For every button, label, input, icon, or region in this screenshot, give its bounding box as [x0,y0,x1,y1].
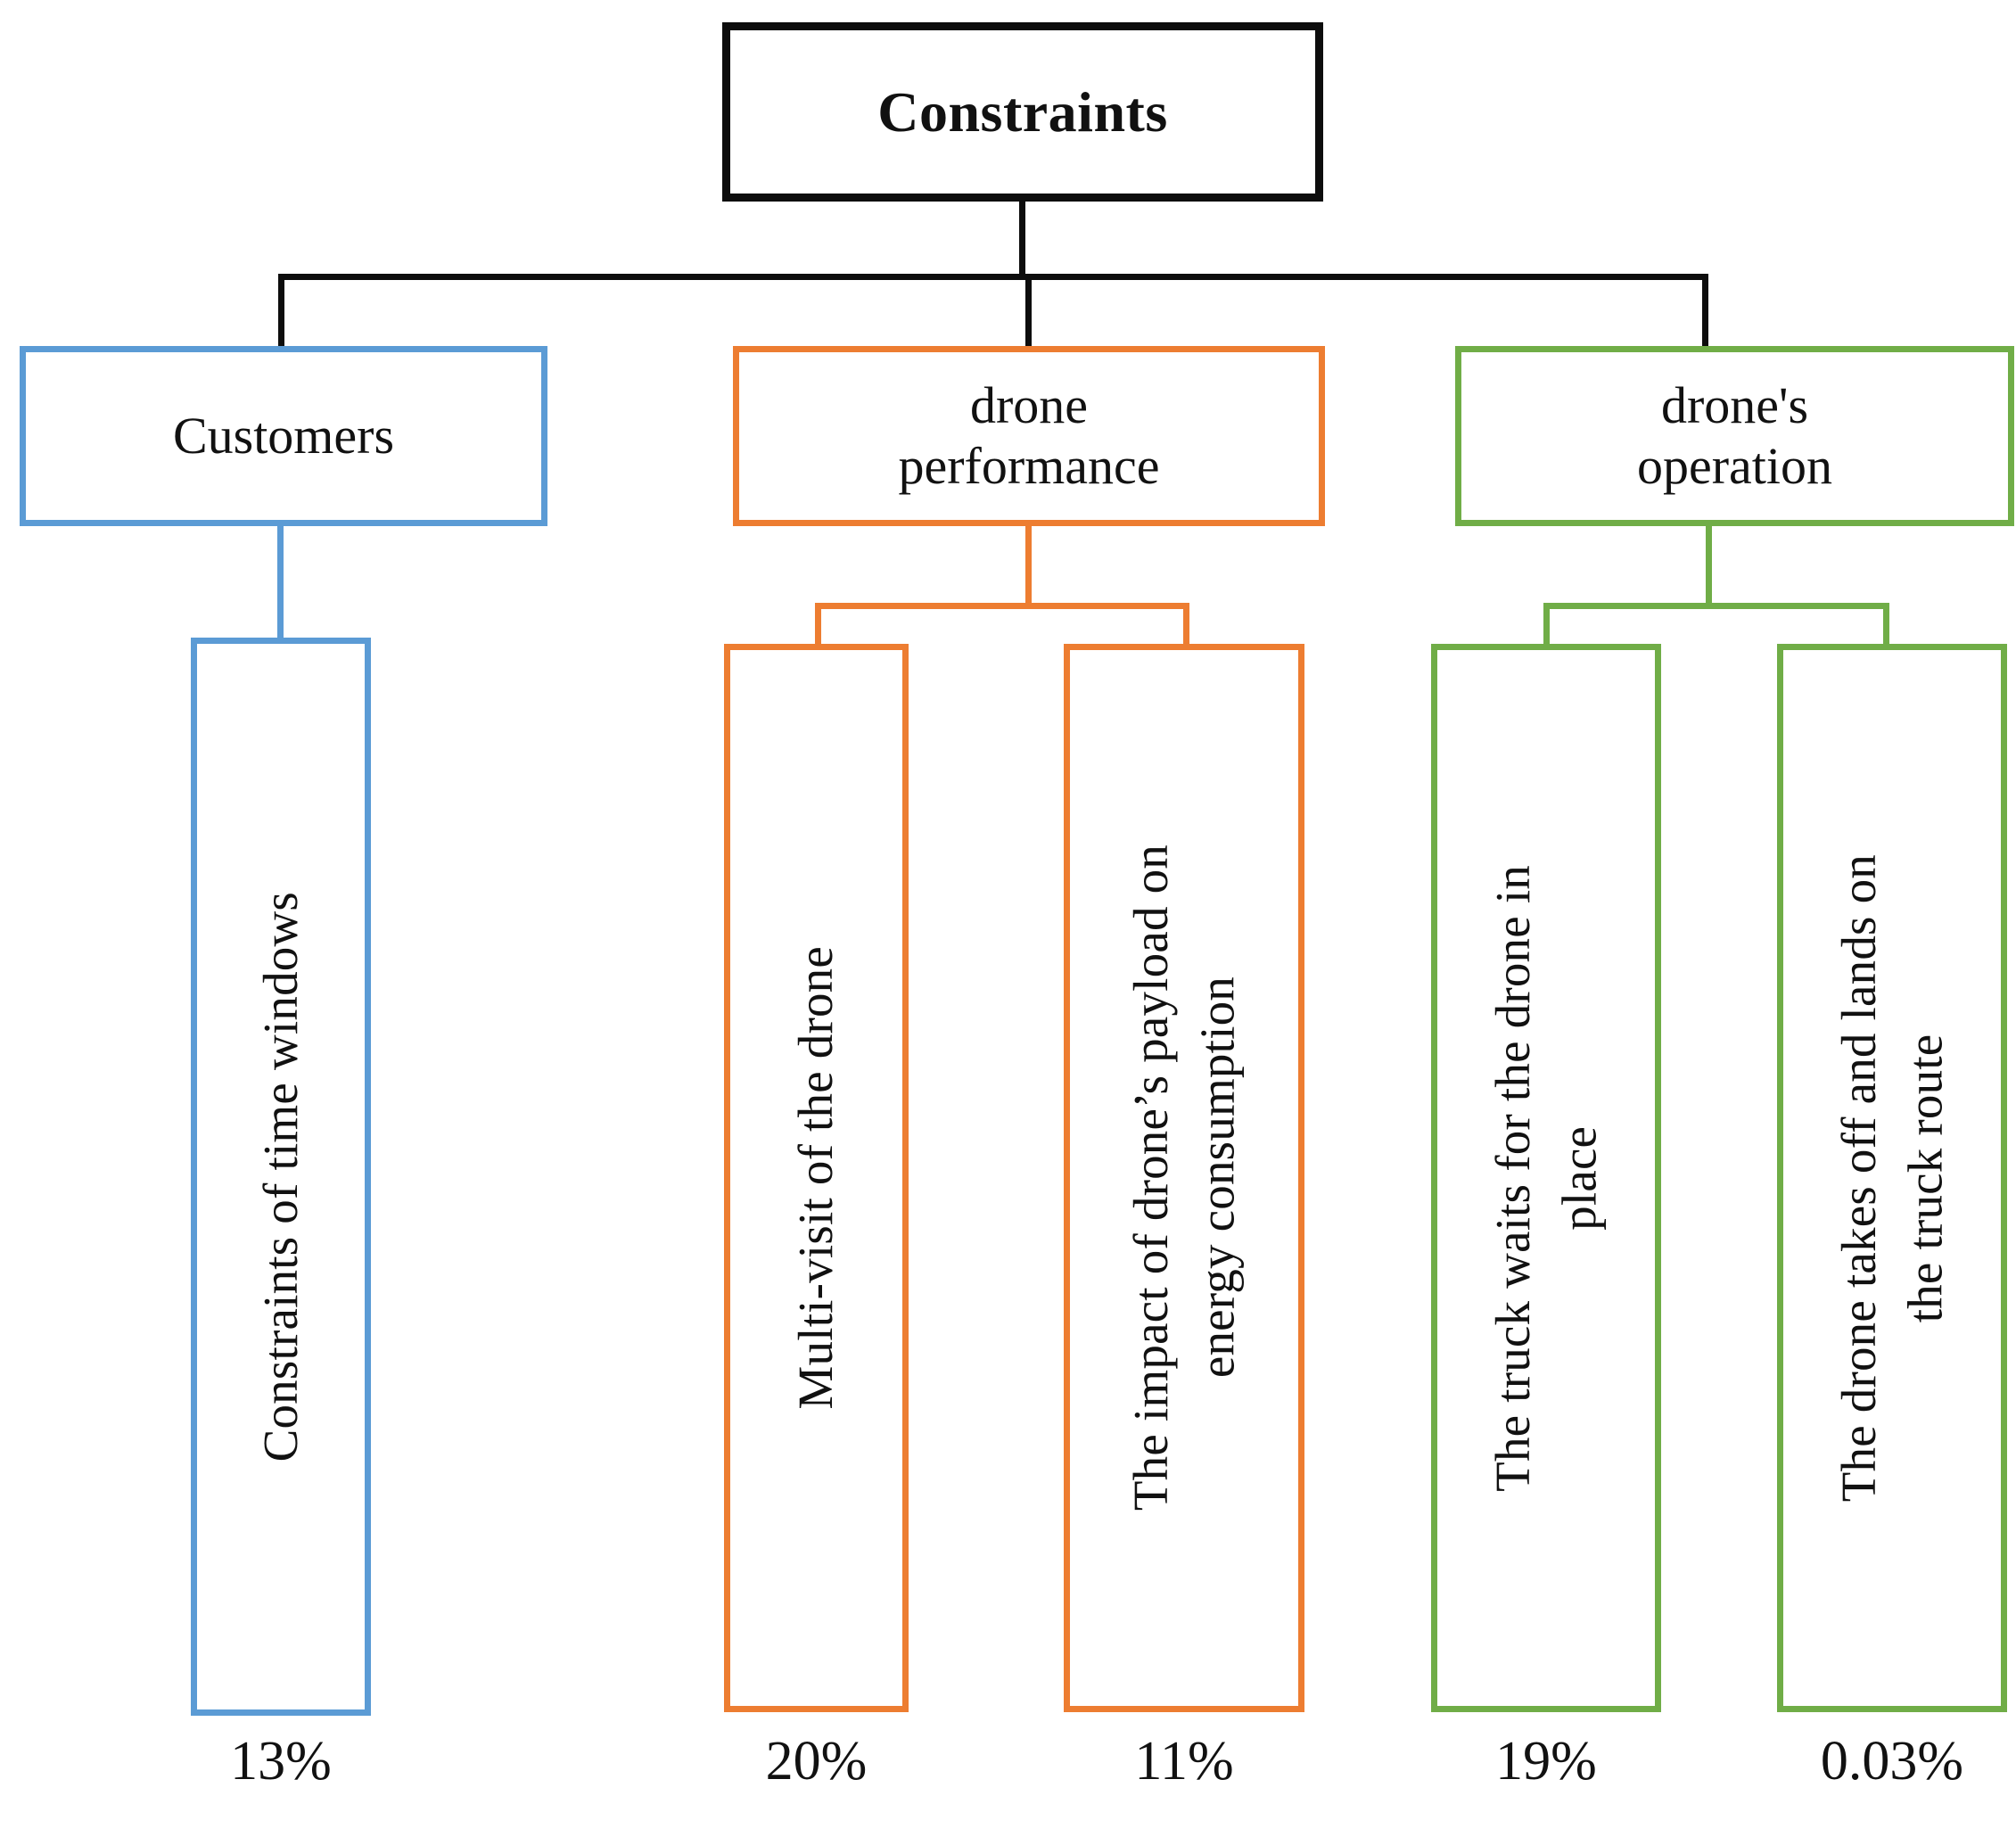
node-drone-performance-label: drone performance [898,375,1160,495]
node-customers-label: Customers [172,406,395,465]
connector-root-bus [278,274,1708,280]
connector-operation-bus [1543,603,1889,609]
node-drone-operation-label: drone's operation [1636,375,1833,495]
node-drone-performance[interactable]: drone performance [733,346,1325,526]
node-truck-waits-for-drone-label: The truck waits for the drone in place [1485,864,1606,1492]
connector-customers-to-time-windows [277,526,284,640]
node-truck-waits-for-drone[interactable]: The truck waits for the drone in place [1431,644,1661,1712]
node-constraints-root-label: Constraints [877,79,1168,144]
node-payload-energy-impact[interactable]: The impact of drone’s payload on energy … [1064,644,1304,1712]
node-drone-takeoff-landing[interactable]: The drone takes off and lands on the tru… [1777,644,2007,1712]
node-customers[interactable]: Customers [20,346,547,526]
connector-operation-to-takes-off [1883,603,1889,647]
connector-root-to-customers [278,274,284,347]
connector-root-to-operation [1702,274,1708,347]
connector-root-to-performance [1025,274,1032,347]
node-constraints-root[interactable]: Constraints [722,22,1323,202]
node-multi-visit-drone[interactable]: Multi-visit of the drone [724,644,909,1712]
connector-operation-stem [1706,526,1712,608]
node-constraints-time-windows[interactable]: Constraints of time windows [191,638,371,1716]
percent-label-payload-energy: 11% [1134,1731,1234,1792]
percent-label-takeoff-landing: 0.03% [1820,1731,1964,1792]
percent-label-truck-waits: 19% [1495,1731,1597,1792]
connector-operation-to-truck-waits [1543,603,1550,647]
connector-performance-bus [815,603,1189,609]
node-constraints-time-windows-label: Constraints of time windows [252,891,308,1462]
connector-performance-stem [1025,526,1032,608]
node-payload-energy-impact-label: The impact of drone’s payload on energy … [1123,844,1244,1512]
connector-performance-to-payload [1183,603,1189,647]
percent-label-multi-visit: 20% [765,1731,868,1792]
connector-performance-to-multi-visit [815,603,821,647]
node-multi-visit-drone-label: Multi-visit of the drone [788,946,843,1410]
node-drone-operation[interactable]: drone's operation [1455,346,2014,526]
node-drone-takeoff-landing-label: The drone takes off and lands on the tru… [1831,853,1952,1503]
percent-label-time-windows: 13% [230,1731,332,1792]
connector-root-trunk [1019,202,1025,276]
